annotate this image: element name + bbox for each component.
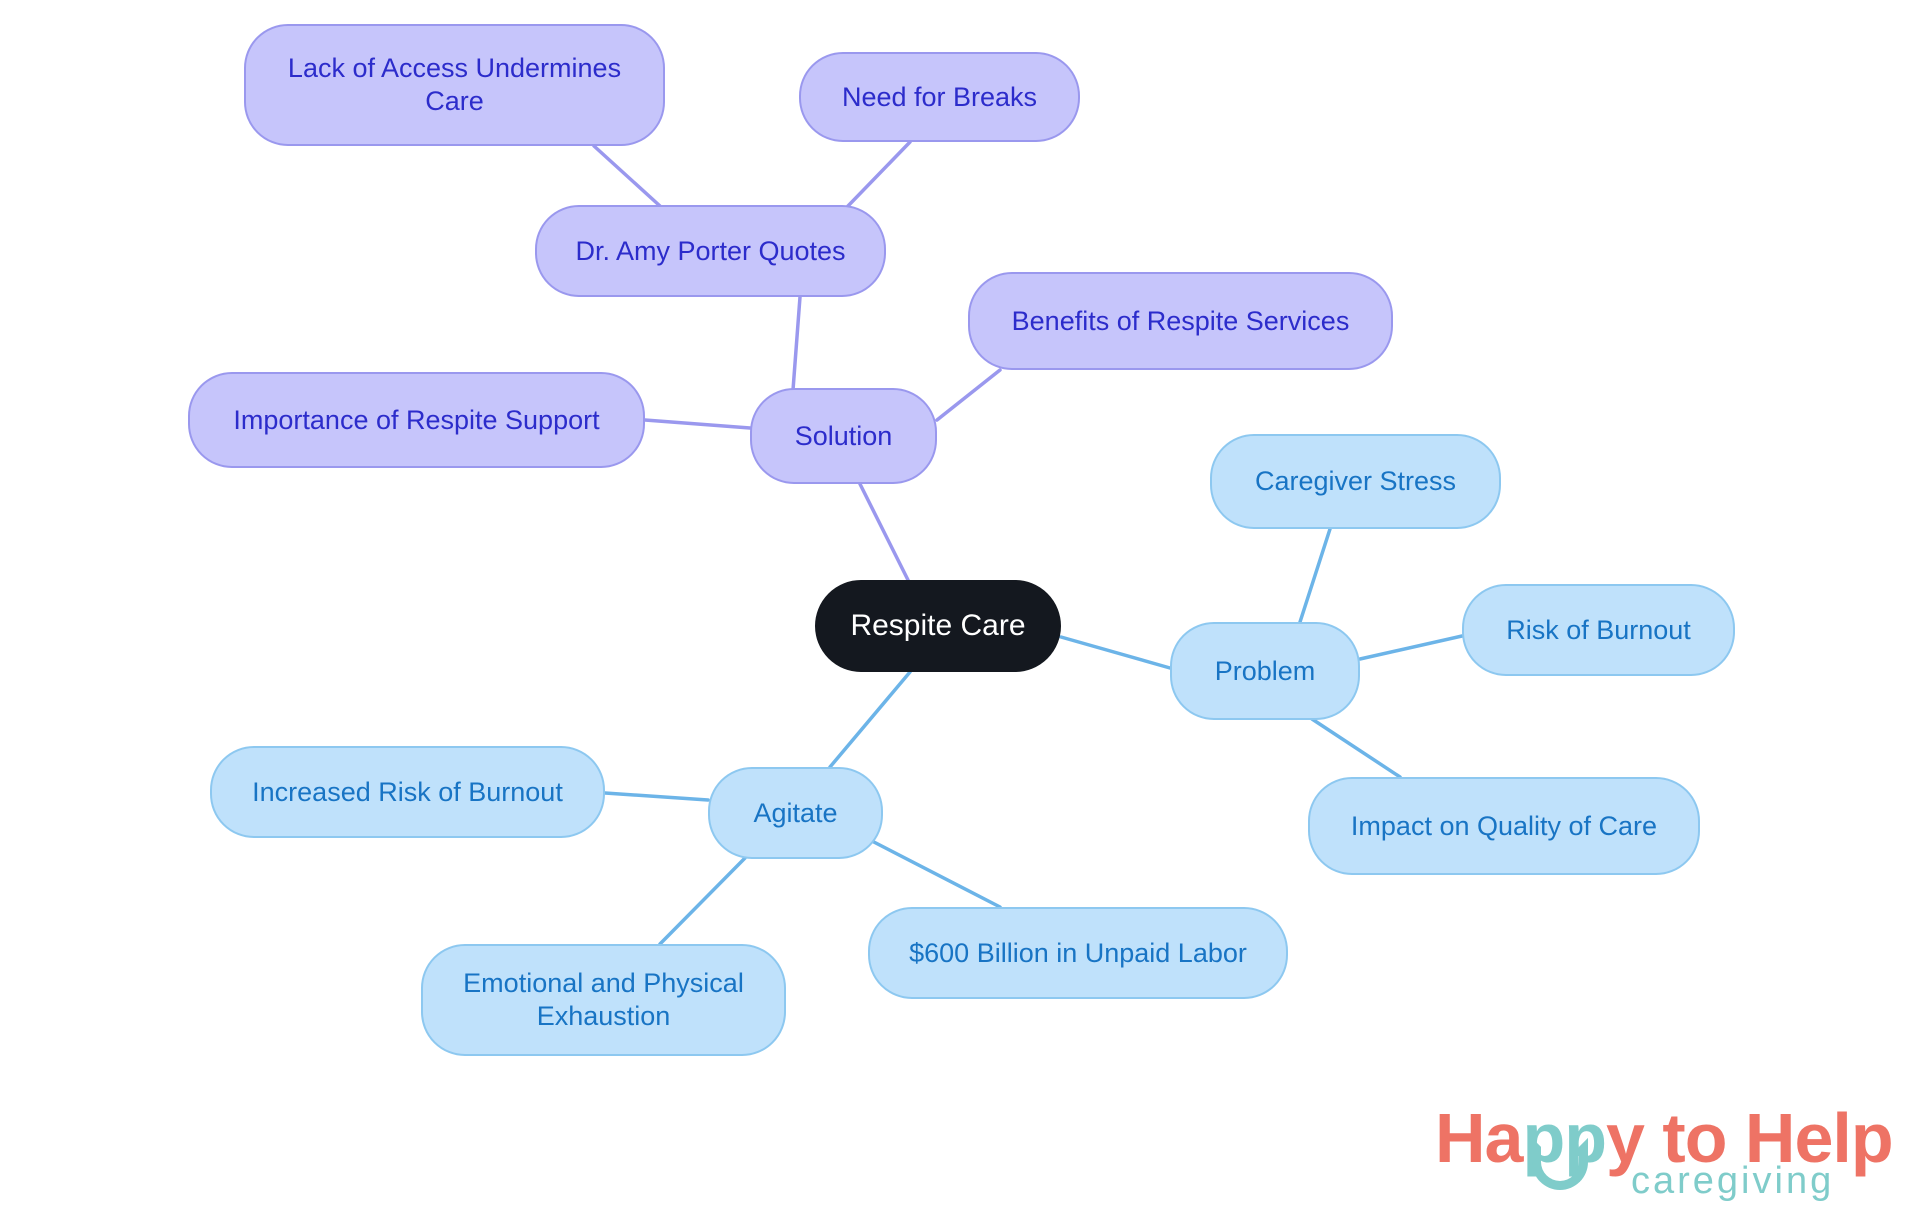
edge-agitate-to-600-billion-in-unpaid-labor xyxy=(868,838,1002,909)
leaf-node-lack-of-access-undermines-care[interactable]: Lack of Access Undermines Care xyxy=(244,24,665,146)
logo-word-3: y to Help xyxy=(1606,1099,1894,1177)
logo-tagline: caregiving xyxy=(1631,1160,1835,1202)
leaf-node-risk-of-burnout[interactable]: Risk of Burnout xyxy=(1462,584,1735,676)
edge-problem-to-caregiver-stress xyxy=(1298,527,1332,624)
edge-solution-to-benefits-of-respite-services xyxy=(935,368,1002,422)
edge-solution-to-dr-amy-porter-quotes xyxy=(791,295,802,392)
leaf-node-600-billion-in-unpaid-labor[interactable]: $600 Billion in Unpaid Labor xyxy=(868,907,1288,999)
edge-agitate-to-increased-risk-of-burnout xyxy=(603,791,710,802)
branch-node-agitate[interactable]: Agitate xyxy=(708,767,883,859)
edge-dr-amy-porter-quotes-to-lack-of-access-undermines-care xyxy=(592,144,662,208)
logo-word-1: Ha xyxy=(1435,1099,1523,1177)
leaf-node-impact-on-quality-of-care[interactable]: Impact on Quality of Care xyxy=(1308,777,1700,875)
leaf-node-need-for-breaks[interactable]: Need for Breaks xyxy=(799,52,1080,142)
leaf-node-emotional-and-physical-exhaustion[interactable]: Emotional and Physical Exhaustion xyxy=(421,944,786,1056)
leaf-node-dr-amy-porter-quotes[interactable]: Dr. Amy Porter Quotes xyxy=(535,205,886,297)
leaf-node-increased-risk-of-burnout[interactable]: Increased Risk of Burnout xyxy=(210,746,605,838)
leaf-node-importance-of-respite-support[interactable]: Importance of Respite Support xyxy=(188,372,645,468)
edge-root-to-agitate xyxy=(828,670,912,769)
edge-root-to-problem xyxy=(1059,635,1172,670)
branch-node-solution[interactable]: Solution xyxy=(750,388,937,484)
edge-problem-to-risk-of-burnout xyxy=(1358,634,1464,661)
logo-smile-icon xyxy=(1532,1138,1588,1190)
root-node-respite-care[interactable]: Respite Care xyxy=(815,580,1061,672)
edge-root-to-solution xyxy=(858,482,910,582)
edge-agitate-to-emotional-and-physical-exhaustion xyxy=(658,856,747,946)
leaf-node-caregiver-stress[interactable]: Caregiver Stress xyxy=(1210,434,1501,529)
edge-dr-amy-porter-quotes-to-need-for-breaks xyxy=(846,140,912,208)
edge-solution-to-importance-of-respite-support xyxy=(643,418,752,430)
logo-wordmark: Happy to Help xyxy=(1435,1098,1894,1178)
edge-problem-to-impact-on-quality-of-care xyxy=(1310,717,1402,779)
leaf-node-benefits-of-respite-services[interactable]: Benefits of Respite Services xyxy=(968,272,1393,370)
branch-node-problem[interactable]: Problem xyxy=(1170,622,1360,720)
brand-logo: Happy to Help caregiving xyxy=(1435,1098,1894,1206)
